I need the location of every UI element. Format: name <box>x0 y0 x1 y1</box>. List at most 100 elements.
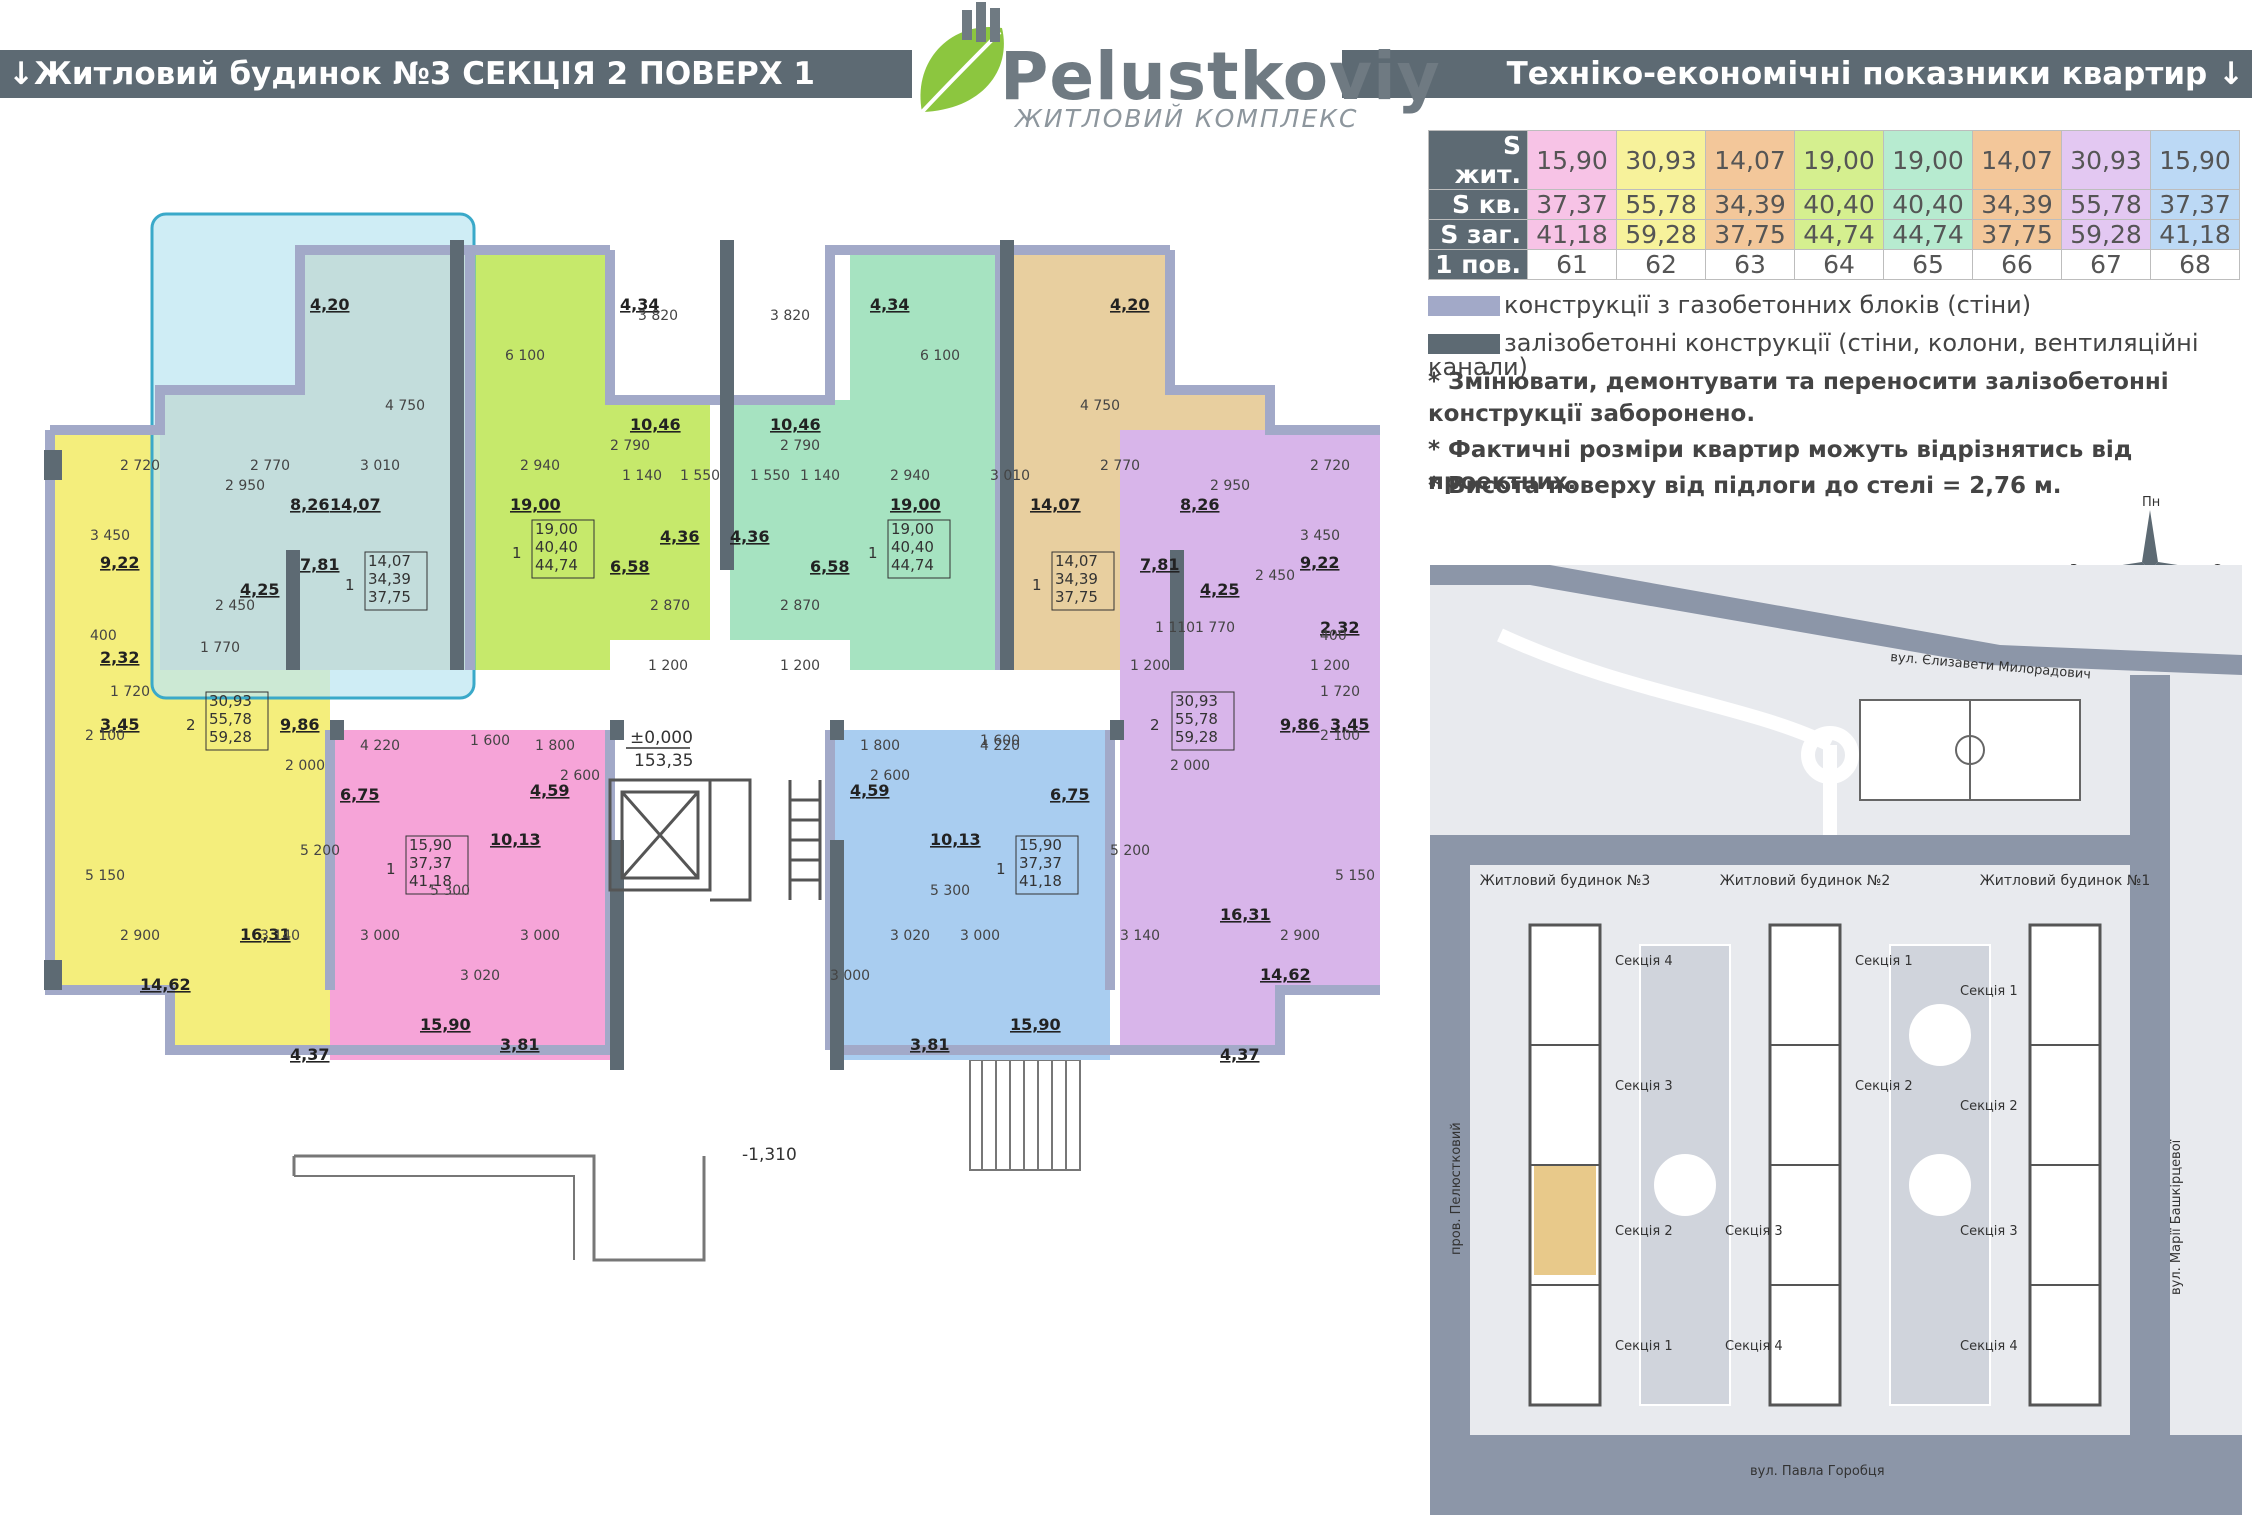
logo <box>920 2 1004 114</box>
apt-purple-right[interactable] <box>1120 430 1380 990</box>
dimension: 2 000 <box>1170 758 1210 774</box>
room-area: 4,59 <box>530 781 569 800</box>
street-west: пров. Пелюстковий <box>1449 1122 1464 1255</box>
room-area: 4,20 <box>1110 295 1149 314</box>
room-area: 4,34 <box>620 295 659 314</box>
b1-section-1: Секція 1 <box>1960 984 2018 999</box>
dimension: 5 200 <box>300 843 340 859</box>
apt-c2-l2: 55,78 <box>1175 710 1218 728</box>
indicator-cell: 37,37 <box>2150 189 2240 220</box>
building-1[interactable] <box>2028 923 2102 1407</box>
indicator-cell[interactable]: 63 <box>1705 249 1795 280</box>
legend-label: залізобетонні конструкції (стіни, колони… <box>1428 329 2199 381</box>
indicator-cell: 37,37 <box>1527 189 1617 220</box>
indicator-cell: 41,18 <box>1527 219 1617 250</box>
indicator-cell: 59,28 <box>1616 219 1706 250</box>
apt-a2-l2: 34,39 <box>1055 570 1098 588</box>
dimension: 5 200 <box>1110 843 1150 859</box>
apt-b2-rooms: 1 <box>868 544 878 562</box>
indicator-cell[interactable]: 64 <box>1794 249 1884 280</box>
apt-c-l2: 55,78 <box>209 710 252 728</box>
apt-a2-l3: 37,75 <box>1055 588 1098 606</box>
selected-section[interactable] <box>1534 1165 1596 1275</box>
b3-section-3: Секція 3 <box>1615 1079 1673 1094</box>
b2-section-1: Секція 1 <box>1855 954 1913 969</box>
dimension: 4 750 <box>385 398 425 414</box>
indicator-cell[interactable]: 68 <box>2150 249 2240 280</box>
indicator-cell: 14,07 <box>1705 130 1795 190</box>
apt-teal[interactable] <box>850 250 1000 670</box>
apt-a-l2: 34,39 <box>368 570 411 588</box>
apt-summary-c-right: 2 30,93 55,78 59,28 <box>1150 691 1235 751</box>
dimension: 3 000 <box>520 928 560 944</box>
dimension: 3 000 <box>360 928 400 944</box>
room-area: 6,58 <box>810 557 849 576</box>
note-3: * Висота поверху від підлоги до стелі = … <box>1428 473 2062 499</box>
b1-section-3: Секція 3 <box>1960 1224 2018 1239</box>
indicator-cell: 19,00 <box>1883 130 1973 190</box>
room-area: 3,45 <box>100 715 139 734</box>
path-roundabout <box>1497 628 1859 835</box>
room-area: 4,36 <box>730 527 769 546</box>
building-3[interactable] <box>1528 923 1602 1407</box>
dimension: 2 100 <box>85 728 125 744</box>
dimension: 2 450 <box>215 598 255 614</box>
b1-section-2: Секція 2 <box>1960 1099 2018 1114</box>
legend-swatch <box>1428 296 1500 316</box>
dimension: 3 820 <box>770 308 810 324</box>
apt-a2-l1: 14,07 <box>1055 552 1098 570</box>
room-area: 4,36 <box>660 527 699 546</box>
dimension: 3 020 <box>460 968 500 984</box>
indicator-cell: 40,40 <box>1794 189 1884 220</box>
building-2[interactable] <box>1768 923 1842 1407</box>
apt-pink[interactable] <box>330 730 610 1060</box>
floor-plan: ±0,000 153,35 -1,310 1 14,07 34,39 37,75… <box>44 212 1380 1262</box>
indicator-cell: 55,78 <box>1616 189 1706 220</box>
dimension: 1 140 <box>800 468 840 484</box>
indicator-cell: 59,28 <box>2061 219 2151 250</box>
indicator-cell: 44,74 <box>1794 219 1884 250</box>
indicator-row-label: S жит. <box>1428 130 1528 190</box>
room-area: 9,86 <box>280 715 319 734</box>
dimension: 1 200 <box>648 658 688 674</box>
apt-c-rooms: 2 <box>186 716 196 734</box>
apt-d-l1: 15,90 <box>409 836 452 854</box>
room-area: 19,00 <box>510 495 561 514</box>
apt-b2-l1: 19,00 <box>891 520 934 538</box>
apt-green[interactable] <box>470 250 610 670</box>
dimension: 1 800 <box>860 738 900 754</box>
room-area: 3,45 <box>1330 715 1369 734</box>
dimension: 2 000 <box>285 758 325 774</box>
room-area: 4,59 <box>850 781 889 800</box>
indicator-cell[interactable]: 66 <box>1972 249 2062 280</box>
indicator-cell[interactable]: 65 <box>1883 249 1973 280</box>
room-area: 4,25 <box>240 580 279 599</box>
b2-section-4: Секція 4 <box>1725 1339 1783 1354</box>
indicator-cell: 44,74 <box>1883 219 1973 250</box>
dimension: 400 <box>90 628 117 644</box>
dimension: 2 870 <box>780 598 820 614</box>
level-abs: 153,35 <box>634 751 693 771</box>
apt-blue[interactable] <box>830 730 1110 1060</box>
room-area: 14,07 <box>330 495 381 514</box>
room-area: 14,07 <box>1030 495 1081 514</box>
dimension: 5 300 <box>930 883 970 899</box>
indicator-cell[interactable]: 62 <box>1616 249 1706 280</box>
dimension: 2 900 <box>120 928 160 944</box>
note-2: * Фактичні розміри квартир можуть відріз… <box>1428 437 2133 495</box>
dimension: 3 000 <box>960 928 1000 944</box>
apt-d2-l1: 15,90 <box>1019 836 1062 854</box>
dimension: 1 550 <box>750 468 790 484</box>
indicator-cell[interactable]: 61 <box>1527 249 1617 280</box>
apt-summary-d-left: 1 15,90 37,37 41,18 <box>386 835 469 895</box>
leaf-icon <box>920 2 1004 114</box>
dimension: 3 010 <box>360 458 400 474</box>
indicator-cell[interactable]: 67 <box>2061 249 2151 280</box>
room-area: 10,13 <box>930 830 981 849</box>
room-area: 10,46 <box>770 415 821 434</box>
apt-a-rooms: 1 <box>345 576 355 594</box>
selected-apartment-highlight[interactable] <box>150 212 476 700</box>
dimension: 2 950 <box>1210 478 1250 494</box>
